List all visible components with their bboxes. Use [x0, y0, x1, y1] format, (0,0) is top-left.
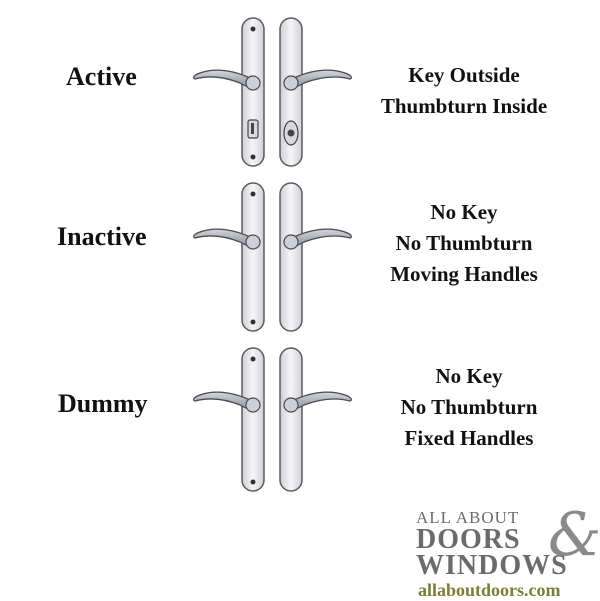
right-escutcheon-plate — [279, 347, 303, 492]
screw-icon — [250, 319, 256, 325]
dummy-handleset-image — [193, 347, 352, 492]
row-description-active: Key Outside Thumbturn Inside — [344, 60, 584, 122]
row-description-dummy: No Key No Thumbturn Fixed Handles — [349, 361, 589, 454]
description-line: No Key — [435, 364, 503, 388]
screw-icon — [250, 479, 256, 485]
brand-logo: ALL ABOUT DOORS WINDOWS & allaboutdoors.… — [412, 500, 600, 600]
active-handleset-image — [193, 17, 352, 167]
row-description-inactive: No Key No Thumbturn Moving Handles — [344, 197, 584, 290]
description-line: Thumbturn Inside — [380, 94, 548, 118]
right-lever-handle — [289, 228, 352, 247]
screw-icon — [250, 154, 256, 160]
brand-logo-url: allaboutdoors.com — [418, 580, 561, 600]
description-line: Moving Handles — [390, 262, 538, 286]
screw-icon — [250, 26, 256, 32]
description-line: No Thumbturn — [400, 395, 538, 419]
left-lever-handle — [193, 391, 255, 410]
brand-logo-ampersand: & — [548, 500, 600, 570]
inactive-handleset-image — [193, 182, 352, 332]
left-escutcheon-plate — [241, 182, 265, 332]
left-escutcheon-plate — [241, 17, 265, 167]
description-line: No Thumbturn — [395, 231, 533, 255]
description-line: Fixed Handles — [404, 426, 534, 450]
right-lever-handle — [289, 69, 352, 88]
left-escutcheon-plate — [241, 347, 265, 492]
row-label-active: Active — [66, 62, 137, 91]
left-lever-handle — [193, 228, 255, 247]
description-line: No Key — [430, 200, 498, 224]
brand-logo-windows-text: WINDOWS — [416, 550, 568, 581]
right-escutcheon-plate — [279, 182, 303, 332]
row-label-inactive: Inactive — [57, 222, 147, 251]
row-label-dummy: Dummy — [58, 389, 148, 418]
brand-logo-doors-text: DOORS — [416, 524, 521, 555]
screw-icon — [250, 191, 256, 197]
left-lever-handle — [193, 69, 255, 88]
right-lever-handle — [289, 391, 352, 410]
description-line: Key Outside — [408, 63, 520, 87]
screw-icon — [250, 356, 256, 362]
brand-logo-top-text: ALL ABOUT — [416, 508, 520, 527]
